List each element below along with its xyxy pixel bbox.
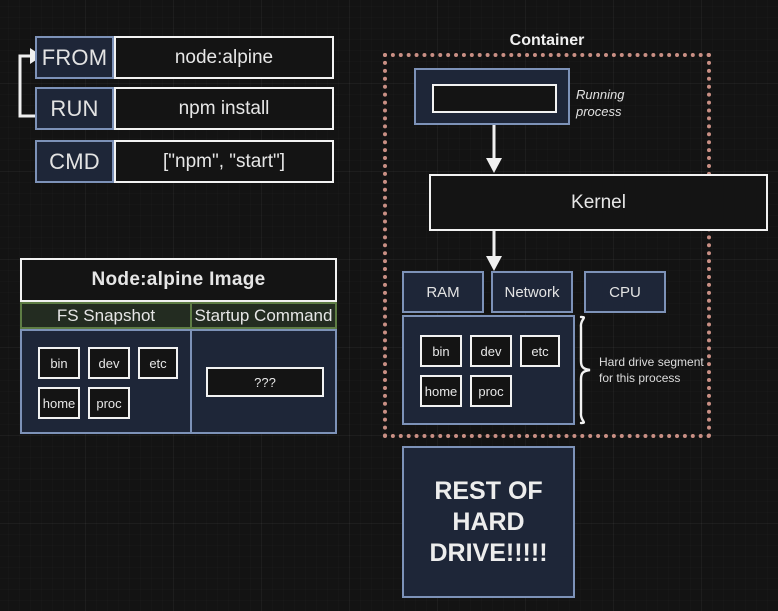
rest-line-1: REST OF [429,476,547,507]
running-process-note: Running process [576,86,660,120]
folder-label: dev [99,356,120,371]
folder-home[interactable]: home [420,375,462,407]
rest-of-hard-drive-label: REST OF HARD DRIVE!!!!! [429,476,547,569]
hard-drive-segment-panel: bin dev etc home proc [402,315,575,425]
container-title: Container [383,32,711,52]
column-header-fs-snapshot: FS Snapshot [20,302,192,329]
folder-label: proc [478,384,503,399]
resource-label: CPU [609,284,641,301]
dockerfile-value-label: ["npm", "start"] [163,151,285,173]
dockerfile-key-label: RUN [50,96,98,122]
folder-label: etc [531,344,548,359]
column-header-startup-command: Startup Command [190,302,337,329]
folder-etc[interactable]: etc [138,347,178,379]
column-header-label: Startup Command [195,306,333,326]
running-process-box[interactable] [414,68,570,125]
dockerfile-key-label: FROM [42,45,108,71]
folder-dev[interactable]: dev [470,335,512,367]
rest-line-2: HARD [429,507,547,538]
arrow-kernel-to-resources-icon [484,231,504,273]
resource-box-network[interactable]: Network [491,271,573,313]
dockerfile-value-label: npm install [179,98,270,120]
folder-proc[interactable]: proc [88,387,130,419]
running-process-inner-box[interactable] [432,84,557,113]
folder-label: home [425,384,458,399]
hard-drive-segment-note-line1: Hard drive segment [599,354,711,370]
image-table-title-label: Node:alpine Image [91,269,265,291]
dockerfile-key-cmd[interactable]: CMD [35,140,114,183]
column-header-label: FS Snapshot [57,306,155,326]
rest-line-3: DRIVE!!!!! [429,538,547,569]
startup-command-value: ??? [254,375,276,390]
dockerfile-value-cmd[interactable]: ["npm", "start"] [114,140,334,183]
folder-label: proc [96,396,121,411]
dockerfile-key-run[interactable]: RUN [35,87,114,130]
folder-bin[interactable]: bin [38,347,80,379]
arrow-process-to-kernel-icon [484,125,504,175]
image-table-title: Node:alpine Image [20,258,337,302]
dockerfile-key-from[interactable]: FROM [35,36,114,79]
dockerfile-key-label: CMD [49,149,100,175]
dockerfile-value-from[interactable]: node:alpine [114,36,334,79]
folder-etc[interactable]: etc [520,335,560,367]
folder-label: etc [149,356,166,371]
folder-label: bin [432,344,449,359]
curly-brace-icon [577,315,597,425]
kernel-label: Kernel [571,192,626,214]
running-process-note-line2: process [576,103,660,120]
startup-command-panel: ??? [190,329,337,434]
folder-home[interactable]: home [38,387,80,419]
folder-proc[interactable]: proc [470,375,512,407]
folder-label: bin [50,356,67,371]
folder-label: home [43,396,76,411]
folder-label: dev [481,344,502,359]
hard-drive-segment-note-line2: for this process [599,370,711,386]
resource-box-ram[interactable]: RAM [402,271,484,313]
running-process-note-line1: Running [576,86,660,103]
kernel-box[interactable]: Kernel [429,174,768,231]
hard-drive-segment-note: Hard drive segment for this process [599,354,711,386]
resource-label: RAM [426,284,459,301]
container-title-label: Container [383,32,711,50]
resource-box-cpu[interactable]: CPU [584,271,666,313]
folder-bin[interactable]: bin [420,335,462,367]
fs-snapshot-panel: bin dev etc home proc [20,329,192,434]
folder-dev[interactable]: dev [88,347,130,379]
startup-command-value-box[interactable]: ??? [206,367,324,397]
rest-of-hard-drive-box[interactable]: REST OF HARD DRIVE!!!!! [402,446,575,598]
resource-label: Network [504,284,559,301]
dockerfile-value-label: node:alpine [175,47,273,69]
dockerfile-value-run[interactable]: npm install [114,87,334,130]
